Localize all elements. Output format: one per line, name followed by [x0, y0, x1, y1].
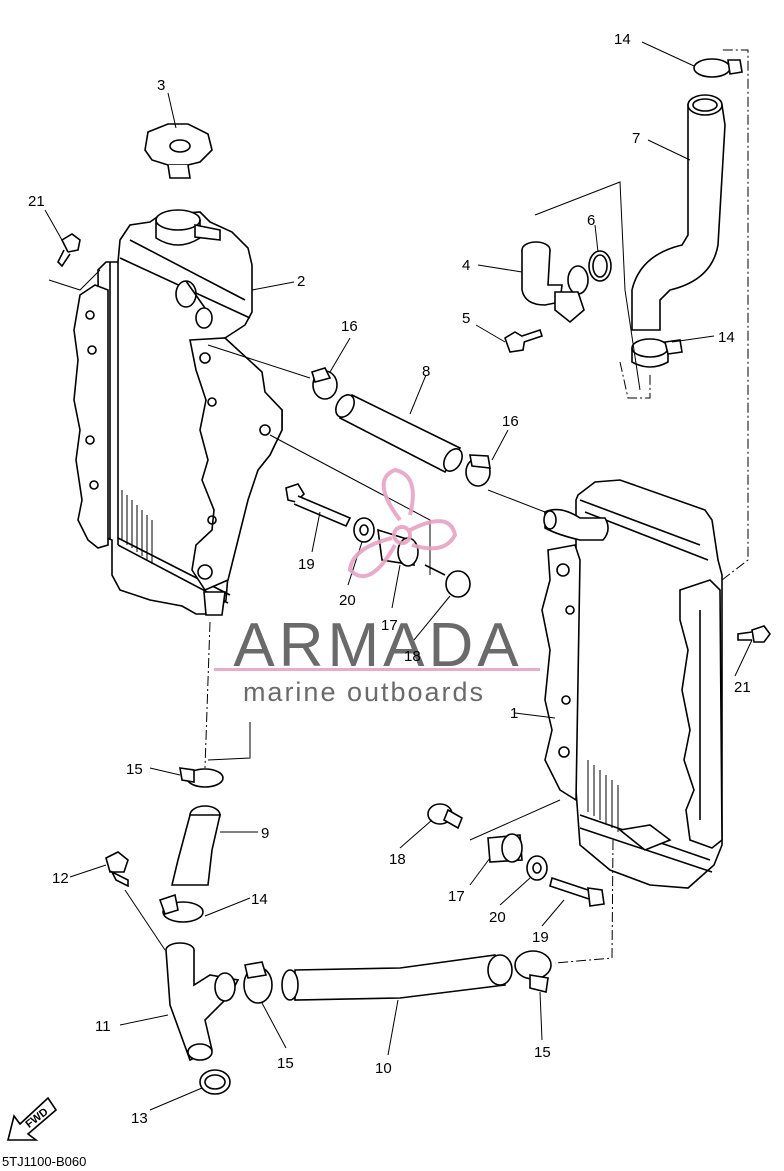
callout-1: 1 — [510, 705, 518, 722]
callout-3: 3 — [157, 77, 165, 94]
forward-direction-arrow: FWD — [6, 1096, 58, 1141]
diagram-code: 5TJ1100-B060 — [2, 1154, 86, 1169]
brand-tagline: marine outboards — [243, 677, 485, 707]
callout-20-lower: 20 — [489, 909, 506, 926]
callout-12: 12 — [52, 870, 69, 887]
callout-15-right: 15 — [534, 1044, 551, 1061]
clamp-15-upper — [179, 767, 224, 788]
bolt-19-lower — [549, 876, 605, 907]
damper-17-lower — [487, 833, 523, 863]
callout-16-left: 16 — [341, 318, 358, 335]
callout-5: 5 — [462, 310, 470, 327]
callout-10: 10 — [375, 1060, 392, 1077]
callout-8: 8 — [422, 363, 430, 380]
clamp-14-top — [693, 58, 743, 78]
callout-2: 2 — [297, 273, 305, 290]
callout-14-mid: 14 — [718, 329, 735, 346]
connection-lines — [204, 49, 749, 964]
hose-8 — [335, 393, 463, 474]
right-radiator — [541, 479, 723, 889]
bolt-5 — [504, 328, 544, 353]
callout-labels: 1 2 3 4 5 6 7 8 9 10 11 12 13 14 14 14 1… — [28, 31, 751, 1127]
callout-14-top: 14 — [614, 31, 631, 48]
callout-11: 11 — [95, 1018, 111, 1035]
callout-9: 9 — [261, 825, 269, 842]
bolt-21-right — [737, 625, 771, 643]
clamp-16-left — [311, 367, 338, 400]
collar-18-lower — [427, 803, 464, 830]
callout-20-upper: 20 — [339, 592, 356, 609]
clamp-15-mid-left — [243, 961, 273, 1004]
callout-19-upper: 19 — [298, 556, 315, 573]
elbow-joint-4 — [521, 241, 589, 324]
callout-4: 4 — [462, 257, 470, 274]
callout-6: 6 — [587, 212, 595, 229]
callout-15-left: 15 — [277, 1055, 294, 1072]
callout-18-lower: 18 — [389, 851, 406, 868]
armada-watermark: ARMADA marine outboards — [214, 467, 540, 707]
brand-underline — [214, 668, 540, 671]
water-pipe-11 — [165, 942, 240, 1062]
callout-16-right: 16 — [502, 413, 519, 430]
left-radiator — [73, 209, 283, 616]
propeller-logo — [347, 467, 458, 579]
o-ring-6 — [588, 250, 612, 282]
hose-9 — [170, 805, 222, 886]
collar-18-upper — [424, 564, 471, 598]
bolt-12 — [105, 851, 129, 888]
clamp-14-mid — [631, 338, 683, 368]
clamp-15-mid-right — [514, 950, 552, 993]
right-radiator-fins — [587, 760, 619, 832]
callout-21-left: 21 — [28, 193, 45, 210]
callout-19-lower: 19 — [532, 929, 549, 946]
callout-14-lower: 14 — [251, 891, 268, 908]
callout-13: 13 — [131, 1110, 148, 1127]
washer-20-upper — [353, 517, 375, 543]
clamp-14-lower — [158, 893, 204, 923]
hose-7 — [631, 94, 726, 331]
callout-15-upper: 15 — [126, 761, 143, 778]
hose-10 — [281, 954, 513, 1001]
clamp-16-right — [465, 454, 491, 487]
callout-17-lower: 17 — [448, 888, 465, 905]
o-ring-13 — [199, 1069, 231, 1095]
radiator-cap — [144, 123, 213, 179]
callout-21-right: 21 — [734, 679, 751, 696]
bolt-21-left — [57, 233, 81, 268]
callout-17-upper: 17 — [381, 617, 398, 634]
bolt-19-upper — [285, 483, 352, 528]
callout-18-upper: 18 — [404, 648, 421, 665]
left-radiator-fins — [121, 490, 153, 564]
washer-20-lower — [526, 855, 548, 881]
leader-lines — [44, 41, 753, 1111]
callout-7: 7 — [632, 130, 640, 147]
